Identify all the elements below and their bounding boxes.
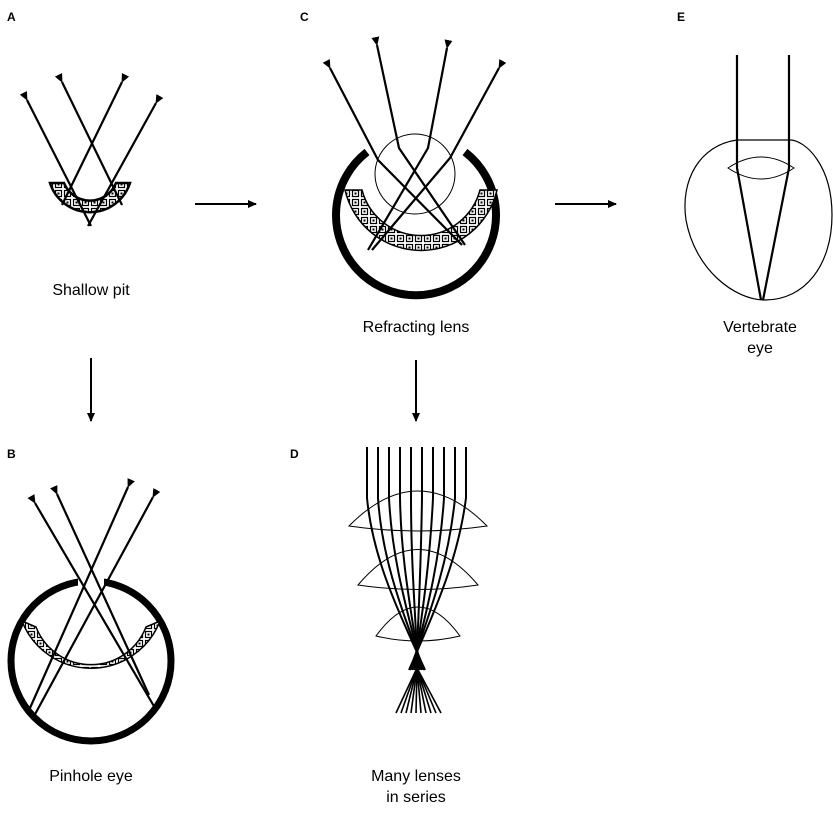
eyeball-outline (685, 140, 832, 300)
caption-vertebrate-line2: eye (700, 339, 820, 359)
lens-middle (358, 550, 478, 590)
caption-vertebrate-line1: Vertebrate (700, 318, 820, 338)
lens-eye-retina-cells (345, 190, 497, 250)
panel-letter-b: B (7, 447, 16, 461)
panel-letter-a: A (7, 10, 16, 24)
spherical-lens (375, 134, 455, 214)
pinhole-retina-cells (22, 621, 160, 668)
caption-refracting-lens: Refracting lens (336, 318, 496, 338)
panel-letter-d: D (290, 447, 299, 461)
lens-series-rays (367, 447, 466, 670)
progression-arrows (91, 204, 616, 421)
focal-fan (396, 668, 441, 713)
caption-shallow-pit: Shallow pit (21, 281, 161, 301)
panel-letter-e: E (677, 10, 685, 24)
pinhole-light-rays (30, 487, 155, 718)
vertebrate-eye-figure (685, 55, 832, 300)
panel-letter-c: C (300, 10, 309, 24)
many-lenses-figure (349, 447, 487, 713)
shallow-pit-figure (27, 82, 156, 226)
caption-many-lenses-line2: in series (346, 788, 486, 808)
caption-pinhole-eye: Pinhole eye (21, 767, 161, 787)
vertebrate-eye-rays (737, 55, 789, 300)
pinhole-eye-wall (11, 581, 171, 741)
caption-many-lenses-line1: Many lenses (346, 767, 486, 787)
refracting-lens-figure (330, 45, 499, 295)
pinhole-eye-figure (11, 487, 171, 741)
